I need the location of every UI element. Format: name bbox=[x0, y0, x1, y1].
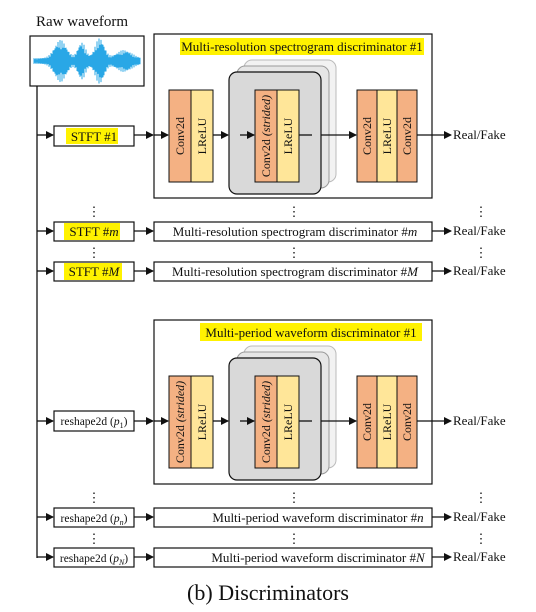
svg-text:Conv2d: Conv2d bbox=[400, 117, 414, 155]
svg-text:reshape2d (p1): reshape2d (p1) bbox=[61, 416, 128, 430]
svg-text:⋮: ⋮ bbox=[288, 245, 301, 260]
svg-text:⋮: ⋮ bbox=[88, 531, 101, 546]
svg-text:LReLU: LReLU bbox=[281, 117, 295, 154]
output-label-spec-1: Real/Fake bbox=[453, 127, 506, 142]
output-label-period-1: Real/Fake bbox=[453, 413, 506, 428]
svg-text:Conv2d (strided): Conv2d (strided) bbox=[259, 381, 273, 463]
period-discriminator-N-label: Multi-period waveform discriminator #N bbox=[211, 550, 426, 565]
svg-text:⋮: ⋮ bbox=[88, 245, 101, 260]
period-strided-stack: Conv2d (strided) LReLU bbox=[228, 345, 337, 481]
output-label-period-N: Real/Fake bbox=[453, 549, 506, 564]
stft-M-box: STFT #M bbox=[53, 261, 135, 282]
ellipsis-row-period-2: ⋮ ⋮ ⋮ bbox=[88, 531, 488, 546]
svg-text:⋮: ⋮ bbox=[288, 204, 301, 219]
svg-text:Conv2d: Conv2d bbox=[360, 403, 374, 441]
waveform-icon bbox=[29, 35, 145, 87]
svg-text:STFT #M: STFT #M bbox=[69, 264, 121, 279]
svg-text:LReLU: LReLU bbox=[380, 403, 394, 440]
reshape-pn-box: reshape2d (pn) bbox=[53, 507, 135, 528]
spectrogram-discriminator-1-title: Multi-resolution spectrogram discriminat… bbox=[181, 39, 423, 54]
branch-arrows bbox=[37, 131, 54, 561]
reshape-p1-box: reshape2d (p1) bbox=[53, 410, 135, 432]
reshape-pN-box: reshape2d (pN) bbox=[53, 547, 135, 568]
stft-m-box: STFT #m bbox=[53, 221, 135, 242]
output-label-spec-M: Real/Fake bbox=[453, 263, 506, 278]
svg-text:Conv2d: Conv2d bbox=[400, 403, 414, 441]
svg-text:Conv2d (strided): Conv2d (strided) bbox=[173, 381, 187, 463]
svg-text:Conv2d: Conv2d bbox=[173, 117, 187, 155]
raw-waveform-label: Raw waveform bbox=[36, 14, 128, 30]
svg-text:⋮: ⋮ bbox=[288, 531, 301, 546]
spec-output-layers: Conv2d LReLU Conv2d bbox=[356, 89, 418, 183]
stft-1-box: STFT #1 bbox=[53, 125, 135, 147]
svg-text:⋮: ⋮ bbox=[88, 490, 101, 505]
svg-text:STFT #1: STFT #1 bbox=[71, 129, 117, 144]
svg-text:Conv2d: Conv2d bbox=[360, 117, 374, 155]
svg-text:Conv2d (strided): Conv2d (strided) bbox=[259, 95, 273, 177]
svg-text:reshape2d (pn): reshape2d (pn) bbox=[61, 513, 128, 527]
svg-text:LReLU: LReLU bbox=[380, 117, 394, 154]
figure-caption: (b) Discriminators bbox=[187, 580, 349, 605]
spec-input-conv-layer: Conv2d bbox=[168, 89, 192, 183]
spectrogram-discriminator-m-label: Multi-resolution spectrogram discriminat… bbox=[173, 224, 417, 239]
ellipsis-row-spec-2: ⋮ ⋮ ⋮ bbox=[88, 245, 488, 260]
svg-text:⋮: ⋮ bbox=[475, 490, 488, 505]
svg-text:⋮: ⋮ bbox=[88, 204, 101, 219]
period-discriminator-n-label: Multi-period waveform discriminator #n bbox=[212, 510, 423, 525]
svg-text:⋮: ⋮ bbox=[288, 490, 301, 505]
spec-input-lrelu-layer: LReLU bbox=[190, 89, 214, 183]
output-label-period-n: Real/Fake bbox=[453, 509, 506, 524]
spectrogram-discriminator-M-label: Multi-resolution spectrogram discriminat… bbox=[172, 264, 419, 279]
svg-text:⋮: ⋮ bbox=[475, 204, 488, 219]
svg-text:STFT #m: STFT #m bbox=[69, 224, 118, 239]
svg-text:LReLU: LReLU bbox=[195, 403, 209, 440]
ellipsis-row-spec-1: ⋮ ⋮ ⋮ bbox=[88, 204, 488, 219]
svg-text:reshape2d (pN): reshape2d (pN) bbox=[60, 553, 128, 567]
ellipsis-row-period-1: ⋮ ⋮ ⋮ bbox=[88, 490, 488, 505]
output-label-spec-m: Real/Fake bbox=[453, 223, 506, 238]
period-discriminator-1-title: Multi-period waveform discriminator #1 bbox=[205, 325, 416, 340]
period-output-layers: Conv2d LReLU Conv2d bbox=[356, 375, 418, 469]
svg-text:LReLU: LReLU bbox=[195, 117, 209, 154]
period-input-layers: Conv2d (strided) LReLU bbox=[168, 375, 214, 469]
svg-text:⋮: ⋮ bbox=[475, 531, 488, 546]
spec-strided-stack: Conv2d (strided) LReLU bbox=[228, 59, 337, 195]
svg-text:LReLU: LReLU bbox=[281, 403, 295, 440]
svg-text:⋮: ⋮ bbox=[475, 245, 488, 260]
